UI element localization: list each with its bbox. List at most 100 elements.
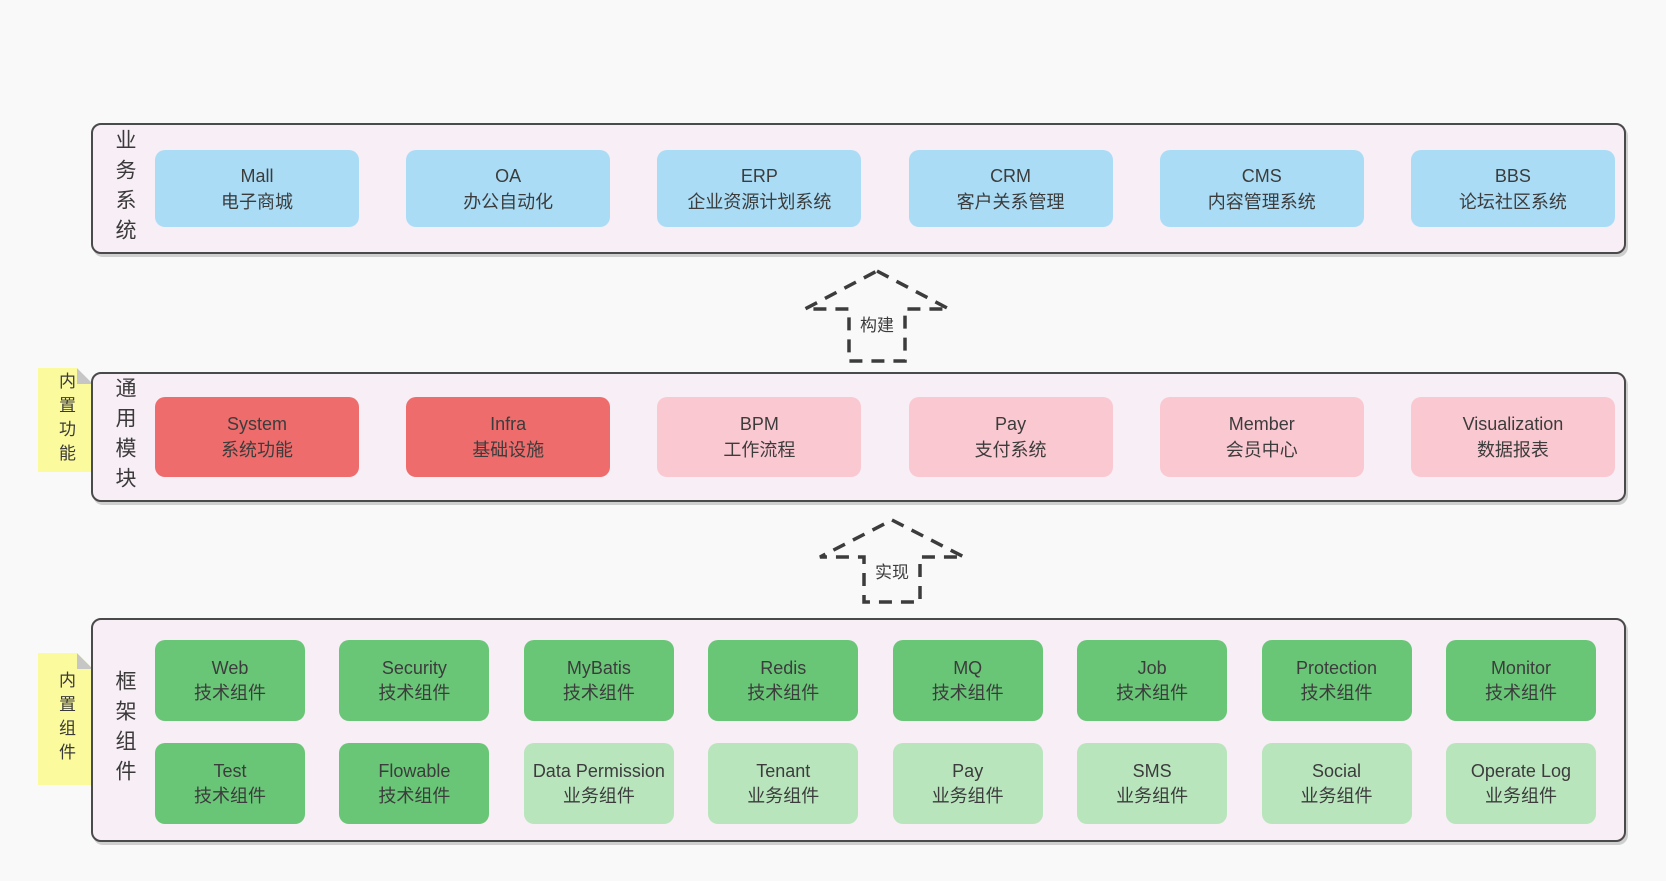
box-desc: 业务组件 bbox=[1484, 785, 1557, 806]
box-desc: 企业资源计划系统 bbox=[687, 191, 832, 212]
box-desc: 内容管理系统 bbox=[1207, 191, 1316, 212]
box-desc: 业务组件 bbox=[931, 785, 1004, 806]
sticky-note-builtin-components: 内置组件 bbox=[38, 653, 93, 785]
box-desc: 数据报表 bbox=[1476, 440, 1549, 460]
sticky-note-label: 内置组件 bbox=[56, 671, 75, 767]
box-mybatis: MyBatis 技术组件 bbox=[523, 640, 674, 721]
box-desc: 技术组件 bbox=[747, 682, 820, 703]
box-name: MQ bbox=[953, 657, 983, 678]
box-data-permission: Data Permission 业务组件 bbox=[523, 743, 674, 824]
box-name: Monitor bbox=[1490, 657, 1551, 678]
box-desc: 办公自动化 bbox=[463, 191, 554, 212]
arrow-label: 构建 bbox=[860, 316, 894, 335]
box-desc: 电子商城 bbox=[221, 191, 293, 212]
box-name: Web bbox=[211, 657, 249, 678]
box-crm: CRM 客户关系管理 bbox=[908, 150, 1113, 227]
build-arrow-icon: 构建 bbox=[804, 269, 950, 363]
sticky-note-builtin-features: 内置功能 bbox=[38, 368, 93, 472]
box-name: Pay bbox=[952, 760, 984, 781]
common-modules-row: System 系统功能 Infra 基础设施 BPM 工作流程 Pay 支付系统… bbox=[155, 374, 1615, 500]
box-visualization: Visualization 数据报表 bbox=[1410, 397, 1615, 477]
box-cms: CMS 内容管理系统 bbox=[1159, 150, 1364, 227]
box-name: Protection bbox=[1296, 657, 1378, 678]
arrow-label-bg bbox=[856, 314, 898, 336]
box-desc: 技术组件 bbox=[562, 682, 635, 703]
box-name: Infra bbox=[490, 414, 527, 434]
box-system: System 系统功能 bbox=[155, 397, 359, 477]
box-social: Social 业务组件 bbox=[1261, 743, 1412, 824]
box-name: Member bbox=[1228, 414, 1295, 434]
box-web: Web 技术组件 bbox=[155, 640, 305, 721]
box-desc: 技术组件 bbox=[194, 785, 266, 806]
box-name: CRM bbox=[990, 165, 1032, 186]
box-name: CMS bbox=[1241, 165, 1282, 186]
box-name: ERP bbox=[740, 165, 778, 186]
box-desc: 业务组件 bbox=[1116, 785, 1189, 806]
box-name: System bbox=[226, 414, 287, 434]
box-desc: 技术组件 bbox=[1484, 682, 1557, 703]
box-desc: 技术组件 bbox=[931, 682, 1004, 703]
framework-components-row-2: Test 技术组件 Flowable 技术组件 Data Permission … bbox=[155, 743, 1596, 824]
box-job: Job 技术组件 bbox=[1077, 640, 1228, 721]
box-desc: 论坛社区系统 bbox=[1458, 191, 1567, 212]
box-desc: 会员中心 bbox=[1225, 440, 1298, 460]
layer-label: 框架组件 bbox=[113, 670, 136, 790]
arrow-label-bg bbox=[871, 561, 913, 583]
box-pay-component: Pay 业务组件 bbox=[892, 743, 1043, 824]
box-name: BBS bbox=[1494, 165, 1531, 186]
layer-label: 通用模块 bbox=[113, 377, 136, 497]
implement-arrow-icon: 实现 bbox=[819, 518, 965, 604]
box-operate-log: Operate Log 业务组件 bbox=[1445, 743, 1596, 824]
box-desc: 工作流程 bbox=[723, 440, 796, 460]
box-member: Member 会员中心 bbox=[1159, 397, 1364, 477]
box-monitor: Monitor 技术组件 bbox=[1445, 640, 1596, 721]
box-desc: 客户关系管理 bbox=[956, 191, 1065, 212]
box-name: Test bbox=[213, 760, 247, 781]
box-redis: Redis 技术组件 bbox=[708, 640, 859, 721]
box-name: BPM bbox=[739, 414, 779, 434]
box-desc: 技术组件 bbox=[1300, 682, 1373, 703]
box-tenant: Tenant 业务组件 bbox=[708, 743, 859, 824]
box-security: Security 技术组件 bbox=[339, 640, 490, 721]
box-name: Operate Log bbox=[1470, 760, 1571, 781]
box-desc: 基础设施 bbox=[472, 440, 545, 460]
layer-business-systems: 业务系统 Mall 电子商城 OA 办公自动化 ERP 企业资源计划系统 CRM… bbox=[91, 123, 1626, 254]
box-name: SMS bbox=[1132, 760, 1172, 781]
layer-common-modules: 通用模块 System 系统功能 Infra 基础设施 BPM 工作流程 Pay… bbox=[91, 372, 1626, 502]
box-pay-system: Pay 支付系统 bbox=[908, 397, 1113, 477]
box-desc: 技术组件 bbox=[378, 682, 451, 703]
box-name: Visualization bbox=[1462, 414, 1564, 434]
box-desc: 技术组件 bbox=[194, 682, 266, 703]
box-desc: 技术组件 bbox=[378, 785, 451, 806]
box-name: Flowable bbox=[378, 760, 451, 781]
box-sms: SMS 业务组件 bbox=[1077, 743, 1228, 824]
box-mall: Mall 电子商城 bbox=[155, 150, 359, 227]
box-mq: MQ 技术组件 bbox=[892, 640, 1043, 721]
box-bbs: BBS 论坛社区系统 bbox=[1410, 150, 1615, 227]
box-desc: 业务组件 bbox=[1300, 785, 1373, 806]
box-protection: Protection 技术组件 bbox=[1261, 640, 1412, 721]
arrow-label: 实现 bbox=[875, 563, 909, 582]
box-desc: 业务组件 bbox=[562, 785, 635, 806]
framework-components-row-1: Web 技术组件 Security 技术组件 MyBatis 技术组件 Redi… bbox=[155, 640, 1596, 721]
box-erp: ERP 企业资源计划系统 bbox=[657, 150, 862, 227]
box-name: MyBatis bbox=[566, 657, 631, 678]
box-desc: 技术组件 bbox=[1116, 682, 1189, 703]
box-name: Tenant bbox=[756, 760, 811, 781]
box-bpm: BPM 工作流程 bbox=[657, 397, 862, 477]
box-name: Data Permission bbox=[532, 760, 665, 781]
box-name: Mall bbox=[240, 165, 274, 186]
box-name: Social bbox=[1312, 760, 1362, 781]
sticky-note-label: 内置功能 bbox=[56, 372, 75, 468]
box-flowable: Flowable 技术组件 bbox=[339, 743, 490, 824]
box-infra: Infra 基础设施 bbox=[406, 397, 611, 477]
box-desc: 业务组件 bbox=[747, 785, 820, 806]
business-systems-row: Mall 电子商城 OA 办公自动化 ERP 企业资源计划系统 CRM 客户关系… bbox=[155, 125, 1615, 252]
box-test: Test 技术组件 bbox=[155, 743, 305, 824]
layer-framework-components: 框架组件 Web 技术组件 Security 技术组件 MyBatis 技术组件… bbox=[91, 618, 1626, 842]
box-oa: OA 办公自动化 bbox=[406, 150, 611, 227]
box-name: OA bbox=[495, 165, 522, 186]
box-desc: 系统功能 bbox=[221, 440, 293, 460]
box-desc: 支付系统 bbox=[974, 440, 1047, 460]
